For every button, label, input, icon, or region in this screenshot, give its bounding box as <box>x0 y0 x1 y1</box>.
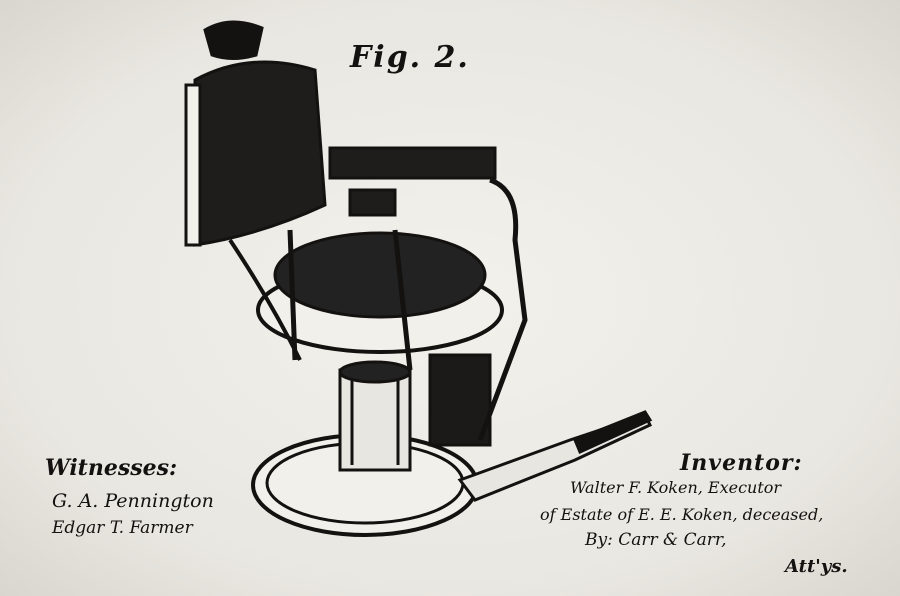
witness-signature: Edgar T. Farmer <box>52 518 193 538</box>
attorney-signature: By: Carr & Carr, <box>585 530 727 550</box>
chair-seat-cushion <box>273 231 487 319</box>
inventor-signature-line: of Estate of E. E. Koken, deceased, <box>540 505 824 524</box>
chair-arm <box>328 146 497 180</box>
chair-back <box>193 60 327 247</box>
chair-headrest <box>203 20 264 60</box>
inventor-heading: Inventor: <box>680 450 803 476</box>
witnesses-heading: Witnesses: <box>45 455 178 481</box>
inventor-signature-line: Walter F. Koken, Executor <box>570 478 782 497</box>
chair-side-panel <box>428 353 492 447</box>
figure-label: Fig. 2. <box>350 40 470 75</box>
witness-signature: G. A. Pennington <box>52 490 214 512</box>
attorneys-label: Att'ys. <box>785 556 848 577</box>
